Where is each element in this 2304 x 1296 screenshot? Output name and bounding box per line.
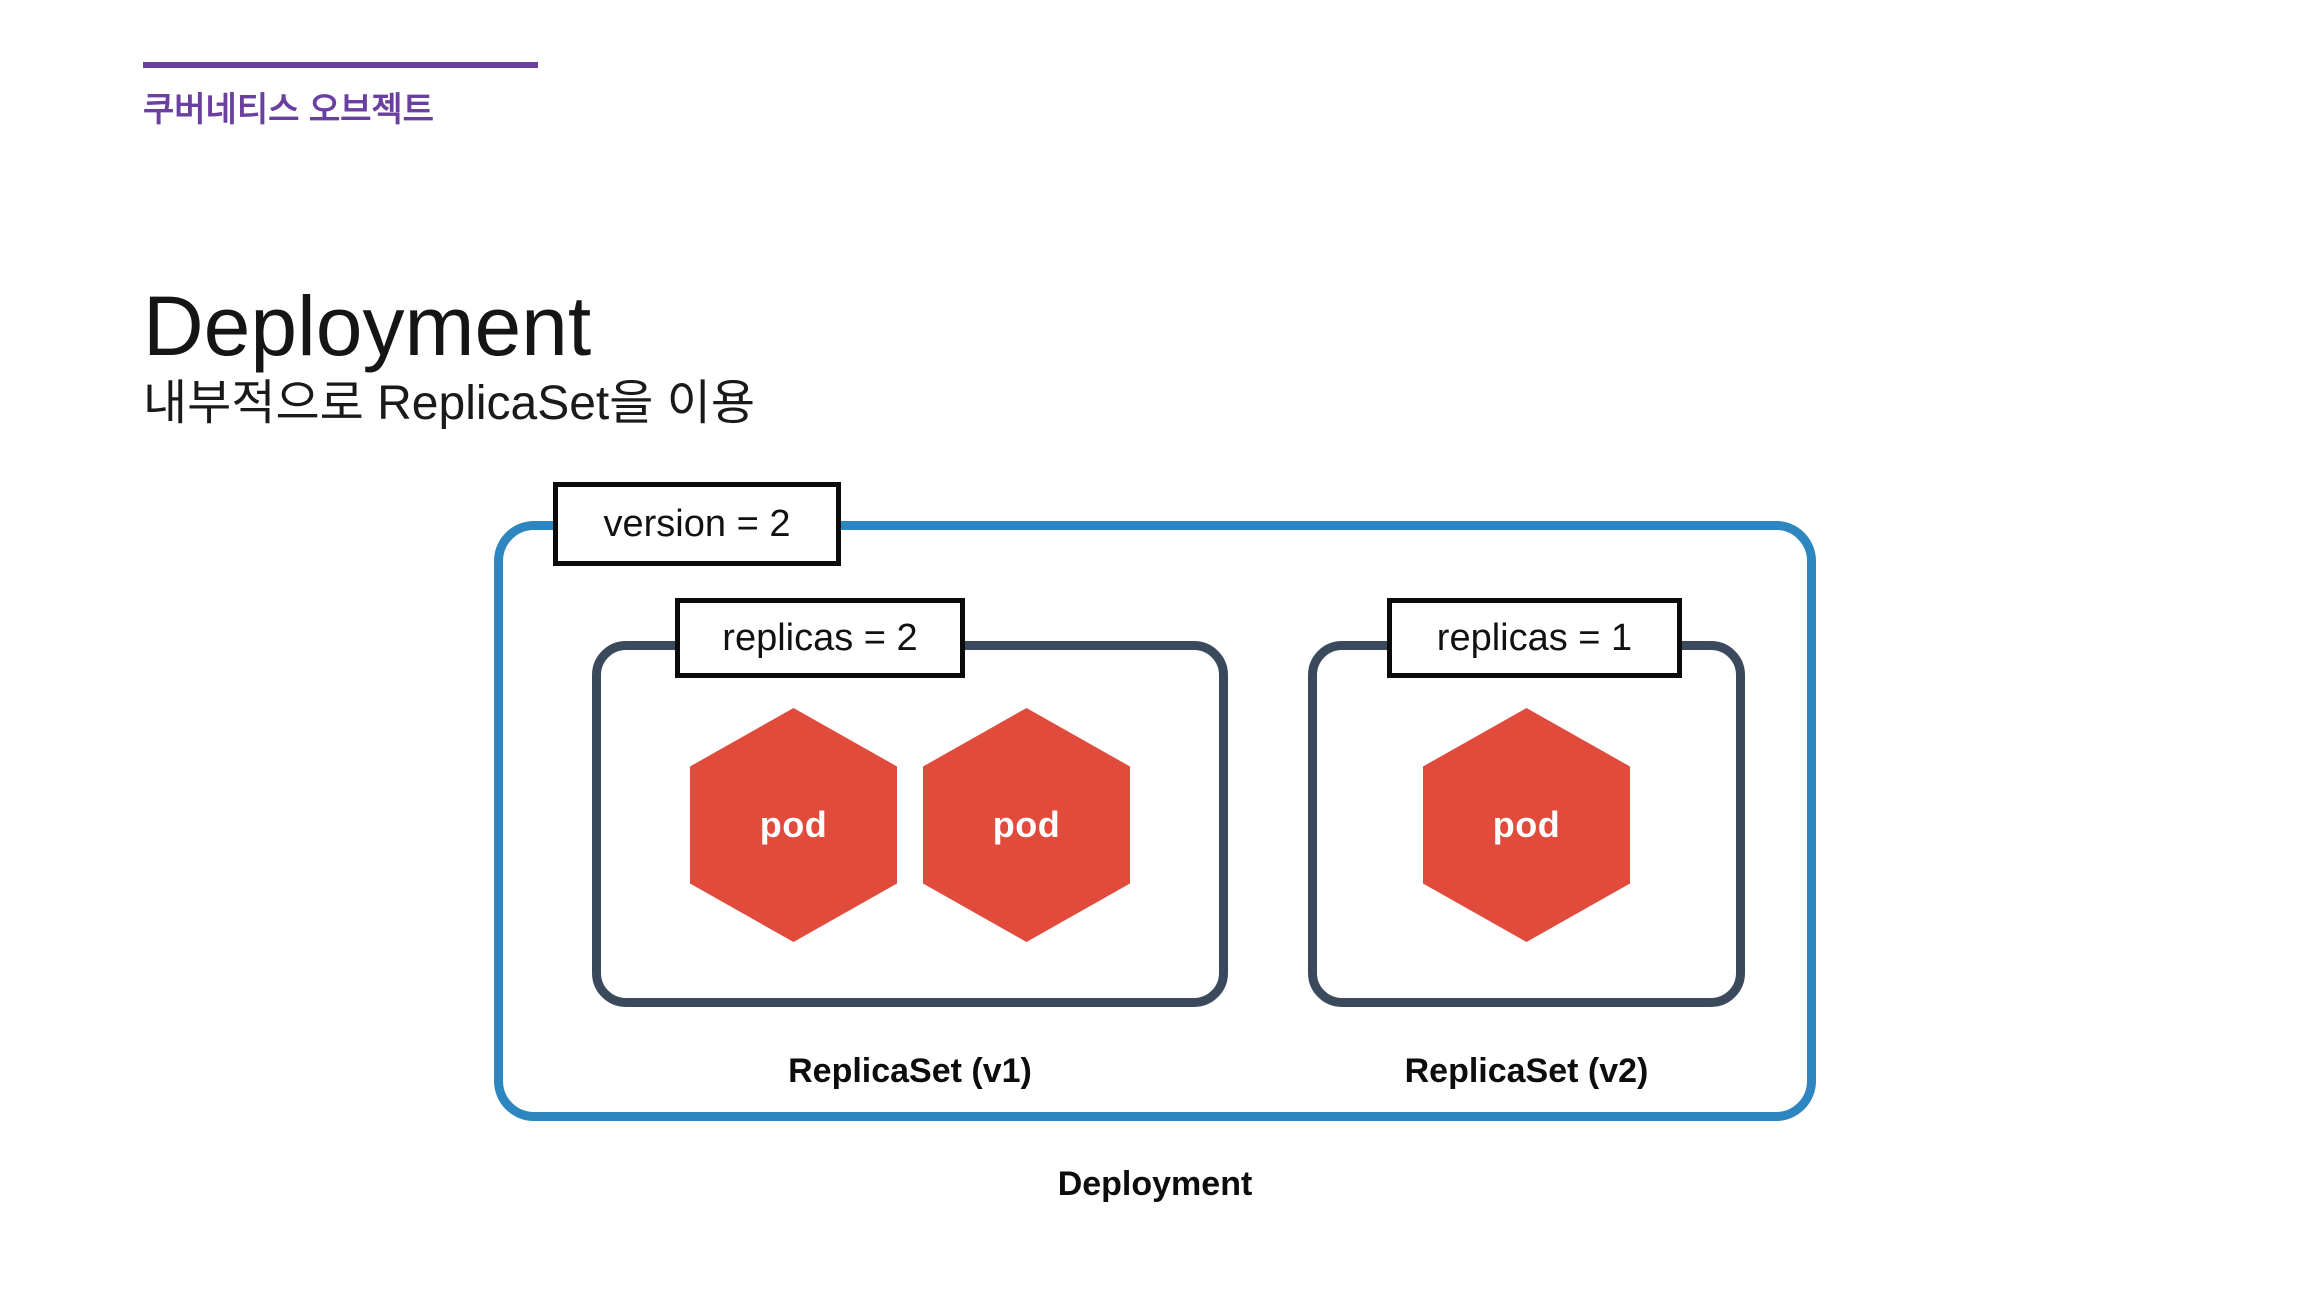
annotation-replicas-v1: replicas = 2 <box>675 598 965 678</box>
pod-hexagon[interactable]: pod <box>1423 708 1630 942</box>
pod-row-v2: pod <box>1308 708 1745 942</box>
pod-hexagon[interactable]: pod <box>690 708 897 942</box>
page-title: Deployment <box>143 279 592 374</box>
pod-hexagon[interactable]: pod <box>923 708 1130 942</box>
eyebrow-rule <box>143 62 538 68</box>
deployment-caption: Deployment <box>1057 1165 1253 1203</box>
annotation-replicas-v2: replicas = 1 <box>1387 598 1682 678</box>
annotation-version: version = 2 <box>553 482 841 566</box>
hexagon-icon <box>923 708 1130 942</box>
replicaset-caption-v1: ReplicaSet (v1) <box>788 1052 1032 1090</box>
page-subtitle: 내부적으로 ReplicaSet을 이용 <box>143 377 756 430</box>
hexagon-icon <box>690 708 897 942</box>
hexagon-icon <box>1423 708 1630 942</box>
eyebrow-label: 쿠버네티스 오브젝트 <box>143 91 434 129</box>
replicaset-caption-v2: ReplicaSet (v2) <box>1404 1052 1649 1090</box>
deployment-container <box>494 521 1816 1121</box>
pod-row-v1: pod pod <box>592 708 1228 942</box>
